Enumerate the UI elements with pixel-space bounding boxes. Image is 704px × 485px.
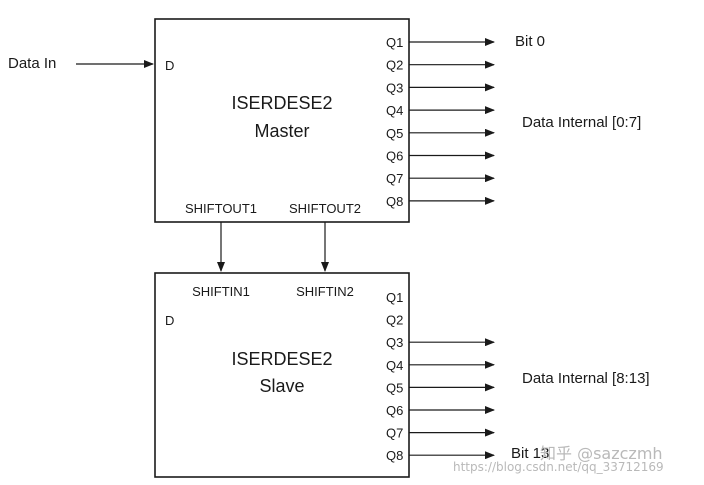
slave-role: Slave [259,376,304,396]
master-q7-label: Q7 [386,171,403,186]
url-watermark: https://blog.csdn.net/qq_33712169 [453,460,664,474]
slave-q4-label: Q4 [386,358,403,373]
slave-q5-label: Q5 [386,380,403,395]
master-shiftout2-label: SHIFTOUT2 [289,201,361,216]
slave-shiftin2-label: SHIFTIN2 [296,284,354,299]
master-q1-label: Q1 [386,35,403,50]
zhihu-watermark: 知乎 @sazczmh [540,444,663,463]
slave-q3-label: Q3 [386,335,403,350]
master-block: ISERDESE2 Master D SHIFTOUT1 SHIFTOUT2 Q… [154,18,495,223]
slave-title: ISERDESE2 [231,349,332,369]
bit13-label: Bit 13 [511,445,549,462]
master-box [154,18,410,223]
master-q8-label: Q8 [386,194,403,209]
slave-d-port: D [165,313,174,328]
bit0-label: Bit 0 [515,33,545,50]
master-title: ISERDESE2 [231,93,332,113]
master-shiftout1-label: SHIFTOUT1 [185,201,257,216]
slave-block: ISERDESE2 Slave D SHIFTIN1 SHIFTIN2 Q1Q2… [154,272,495,478]
master-q6-label: Q6 [386,149,403,164]
master-d-port: D [165,58,174,73]
slave-q2-label: Q2 [386,313,403,328]
slave-q6-label: Q6 [386,403,403,418]
slave-box [154,272,410,478]
slave-q7-label: Q7 [386,426,403,441]
master-q3-label: Q3 [386,80,403,95]
slave-shiftin1-label: SHIFTIN1 [192,284,250,299]
master-q4-label: Q4 [386,103,403,118]
data-in-label: Data In [8,55,56,72]
data-internal-master-label: Data Internal [0:7] [522,114,641,131]
data-internal-slave-label: Data Internal [8:13] [522,370,650,387]
master-q2-label: Q2 [386,58,403,73]
slave-q8-label: Q8 [386,448,403,463]
master-q5-label: Q5 [386,126,403,141]
slave-q1-label: Q1 [386,290,403,305]
master-role: Master [254,121,309,141]
